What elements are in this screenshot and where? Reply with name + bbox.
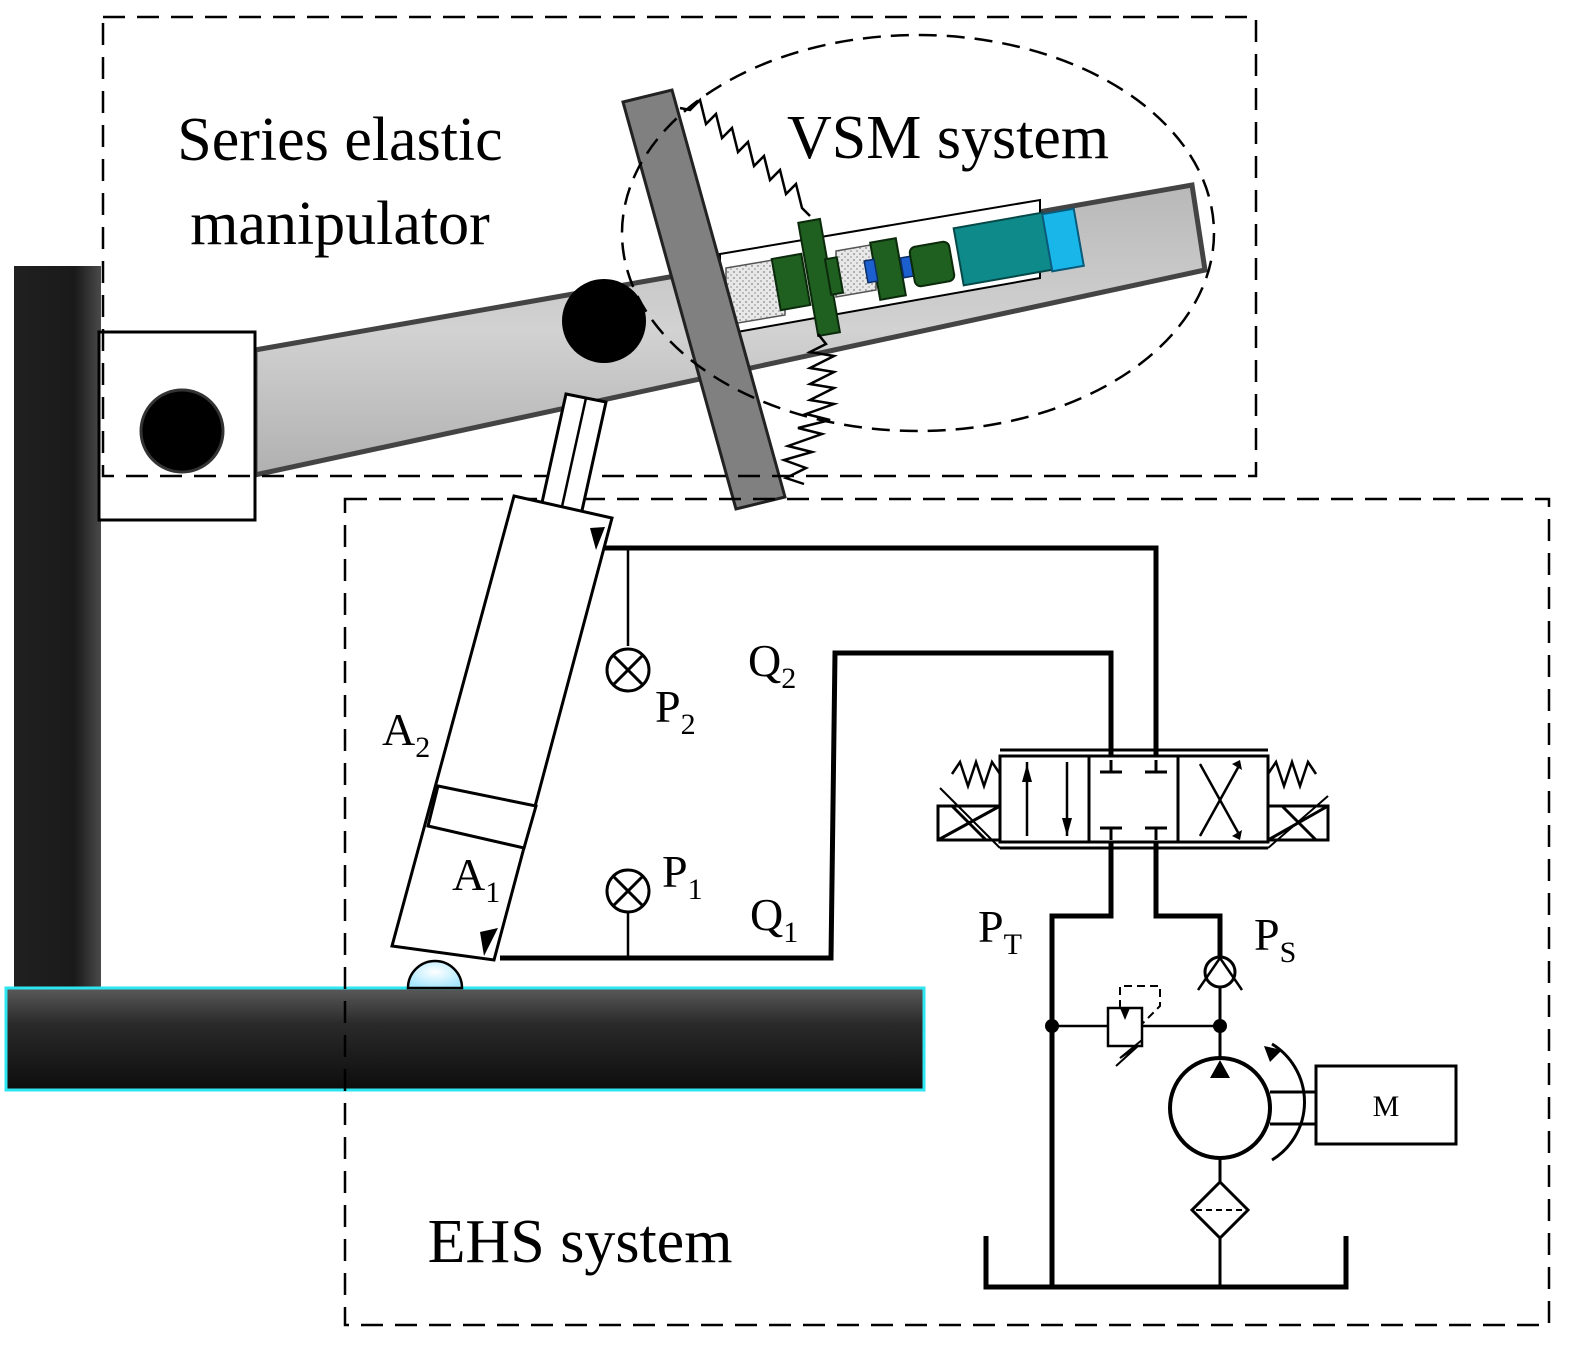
symbol-p2: P2 bbox=[655, 681, 696, 741]
pressure-gauge-p2 bbox=[605, 647, 651, 693]
base-joint-housing bbox=[97, 330, 257, 522]
symbol-a1: A1 bbox=[452, 849, 500, 909]
ehs-boundary bbox=[343, 497, 1551, 1327]
manipulator-boundary bbox=[101, 15, 1258, 478]
check-valve bbox=[1196, 955, 1244, 1066]
symbol-pt: PT bbox=[978, 901, 1022, 961]
pressure-gauge-p1 bbox=[605, 868, 651, 914]
elbow-joint-pin bbox=[562, 279, 646, 363]
oil-tank bbox=[983, 1236, 1349, 1290]
lower-spring bbox=[779, 333, 839, 486]
manipulator-label-line2: manipulator bbox=[190, 190, 490, 258]
servo-valve bbox=[936, 748, 1330, 850]
electric-motor bbox=[1314, 1064, 1458, 1146]
motor-label: M bbox=[1373, 1090, 1400, 1123]
hydraulic-pump bbox=[1168, 1042, 1316, 1182]
upper-spring bbox=[679, 97, 811, 217]
symbol-p1: P1 bbox=[662, 846, 703, 906]
vsm-mechanism bbox=[719, 198, 1085, 338]
symbol-a2: A2 bbox=[382, 704, 430, 764]
base-joint-pin bbox=[139, 388, 225, 474]
vsm-boundary bbox=[620, 33, 1216, 433]
filter bbox=[1189, 1179, 1251, 1287]
vsm-plate bbox=[621, 88, 787, 511]
symbol-ps: PS bbox=[1254, 909, 1296, 969]
support-post bbox=[14, 266, 101, 990]
base-plate bbox=[4, 986, 926, 1092]
hydraulic-lines bbox=[500, 545, 1223, 1287]
manipulator-label-line1: Series elastic bbox=[177, 106, 502, 174]
ehs-label: EHS system bbox=[428, 1208, 733, 1276]
relief-valve bbox=[1052, 985, 1220, 1067]
vsm-label: VSM system bbox=[787, 104, 1109, 172]
symbol-q2: Q2 bbox=[748, 635, 796, 695]
symbol-q1: Q1 bbox=[750, 889, 798, 949]
hydraulic-cylinder bbox=[390, 392, 614, 990]
